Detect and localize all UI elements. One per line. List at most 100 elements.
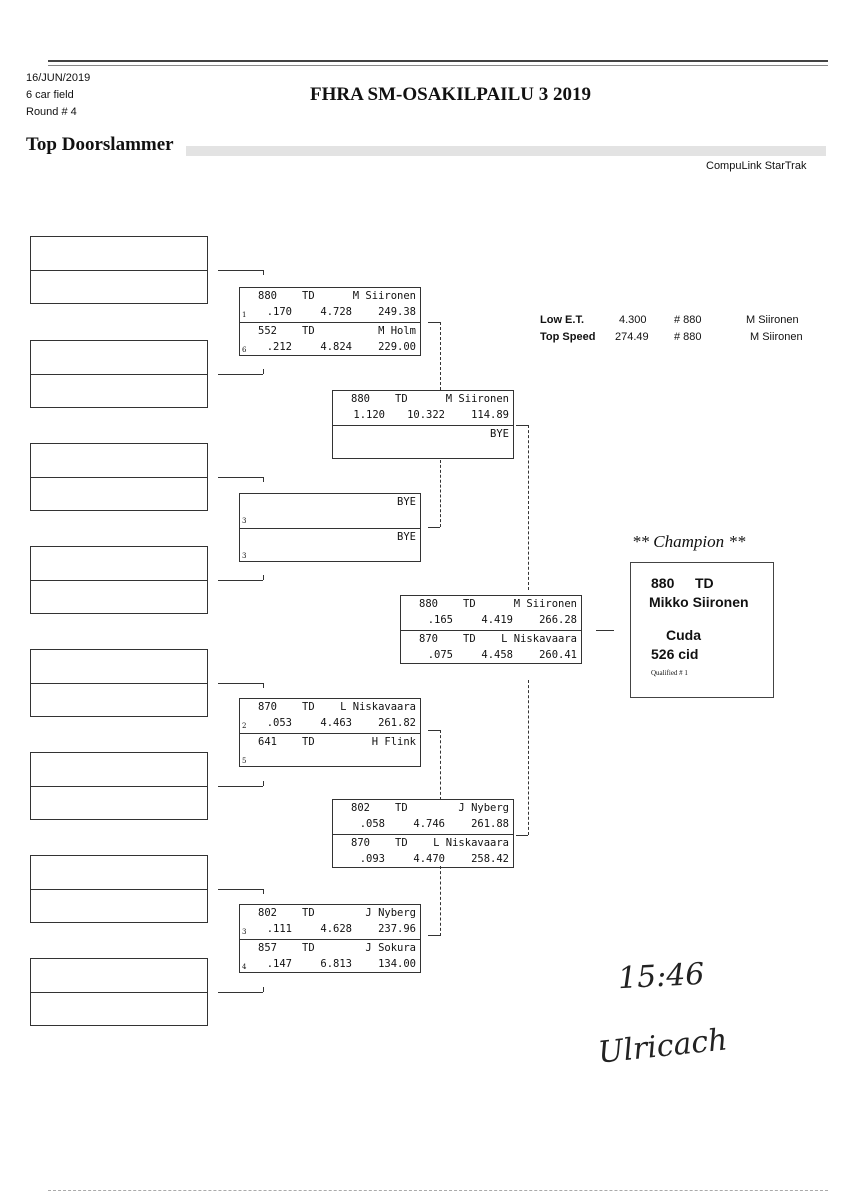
champion-name: Mikko Siironen <box>649 594 749 610</box>
final-connector <box>596 630 614 631</box>
champion-qualified: Qualified # 1 <box>651 669 688 677</box>
speed-mph: 258.42 <box>471 853 509 865</box>
top-speed-value: 274.49 <box>615 331 649 343</box>
seed-number: 2 <box>242 722 247 730</box>
bottom-rule <box>48 1190 828 1191</box>
driver-name: M Holm <box>378 325 416 337</box>
connector-tick <box>263 270 264 275</box>
bracket-connector <box>440 460 441 527</box>
car-class: TD <box>395 393 408 405</box>
class-title: Top Doorslammer <box>26 134 174 155</box>
driver-name: H Flink <box>371 736 416 748</box>
driver-name: J Nyberg <box>458 802 509 814</box>
round-number: Round # 4 <box>26 106 77 118</box>
empty-lane <box>31 959 207 993</box>
connector-tick <box>263 477 264 482</box>
software-name: CompuLink StarTrak <box>706 160 807 172</box>
speed-mph: 229.00 <box>378 341 416 353</box>
seed-number: 3 <box>242 552 247 560</box>
handwritten-signature: Ulricach <box>596 1022 730 1071</box>
bracket-connector <box>440 730 441 800</box>
empty-slot <box>30 752 208 820</box>
car-class: TD <box>302 942 315 954</box>
reaction-time: .170 <box>266 306 292 318</box>
reaction-time: .093 <box>359 853 385 865</box>
top-speed-driver: M Siironen <box>750 331 803 343</box>
car-class: TD <box>463 598 476 610</box>
speed-mph: 261.82 <box>378 717 416 729</box>
connector-line <box>218 580 263 581</box>
empty-lane <box>31 547 207 581</box>
reaction-time: .165 <box>427 614 453 626</box>
bracket-connector <box>440 322 441 390</box>
reaction-time: 1.120 <box>353 409 385 421</box>
car-class: TD <box>463 633 476 645</box>
low-et-label: Low E.T. <box>540 314 584 326</box>
elapsed-time: 4.824 <box>320 341 352 353</box>
empty-lane <box>31 237 207 271</box>
car-number: 857 <box>258 942 277 954</box>
car-class: TD <box>302 701 315 713</box>
driver-name: L Niskavaara <box>501 633 577 645</box>
speed-mph: 134.00 <box>378 958 416 970</box>
driver-name: BYE <box>397 496 416 508</box>
connector-tick <box>263 781 264 786</box>
champion-heading: ** Champion ** <box>632 532 746 551</box>
champion-engine: 526 cid <box>651 646 699 662</box>
champion-class: TD <box>695 575 714 591</box>
field-size: 6 car field <box>26 89 74 101</box>
car-number: 802 <box>258 907 277 919</box>
connector-tick <box>263 889 264 894</box>
event-title: FHRA SM-OSAKILPAILU 3 2019 <box>310 84 591 105</box>
car-class: TD <box>302 736 315 748</box>
empty-lane <box>31 650 207 684</box>
elapsed-time: 4.470 <box>413 853 445 865</box>
low-et-value: 4.300 <box>619 314 647 326</box>
car-number: 870 <box>258 701 277 713</box>
empty-slot <box>30 855 208 923</box>
empty-lane <box>31 856 207 890</box>
top-speed-label: Top Speed <box>540 331 596 343</box>
car-class: TD <box>395 837 408 849</box>
empty-slot <box>30 340 208 408</box>
bracket-stub <box>428 322 440 323</box>
elapsed-time: 4.728 <box>320 306 352 318</box>
seed-number: 1 <box>242 311 247 319</box>
bracket-stub <box>516 425 528 426</box>
connector-line <box>218 889 263 890</box>
driver-name: L Niskavaara <box>340 701 416 713</box>
reaction-time: .111 <box>266 923 292 935</box>
reaction-time: .058 <box>359 818 385 830</box>
elapsed-time: 4.746 <box>413 818 445 830</box>
elapsed-time: 4.419 <box>481 614 513 626</box>
car-number: 880 <box>351 393 370 405</box>
empty-slot <box>30 958 208 1026</box>
car-class: TD <box>395 802 408 814</box>
empty-slot <box>30 443 208 511</box>
empty-lane <box>31 341 207 375</box>
connector-line <box>218 992 263 993</box>
bracket-stub <box>428 527 440 528</box>
connector-line <box>218 683 263 684</box>
champion-make: Cuda <box>666 627 701 643</box>
driver-name: M Siironen <box>445 393 509 405</box>
empty-slot <box>30 236 208 304</box>
seed-number: 3 <box>242 928 247 936</box>
empty-slot <box>30 649 208 717</box>
speed-mph: 249.38 <box>378 306 416 318</box>
speed-mph: 266.28 <box>539 614 577 626</box>
driver-name: J Nyberg <box>365 907 416 919</box>
seed-number: 4 <box>242 963 247 971</box>
connector-tick <box>263 683 264 688</box>
car-number: 641 <box>258 736 277 748</box>
bracket-stub <box>428 935 440 936</box>
top-speed-car: # 880 <box>674 331 702 343</box>
